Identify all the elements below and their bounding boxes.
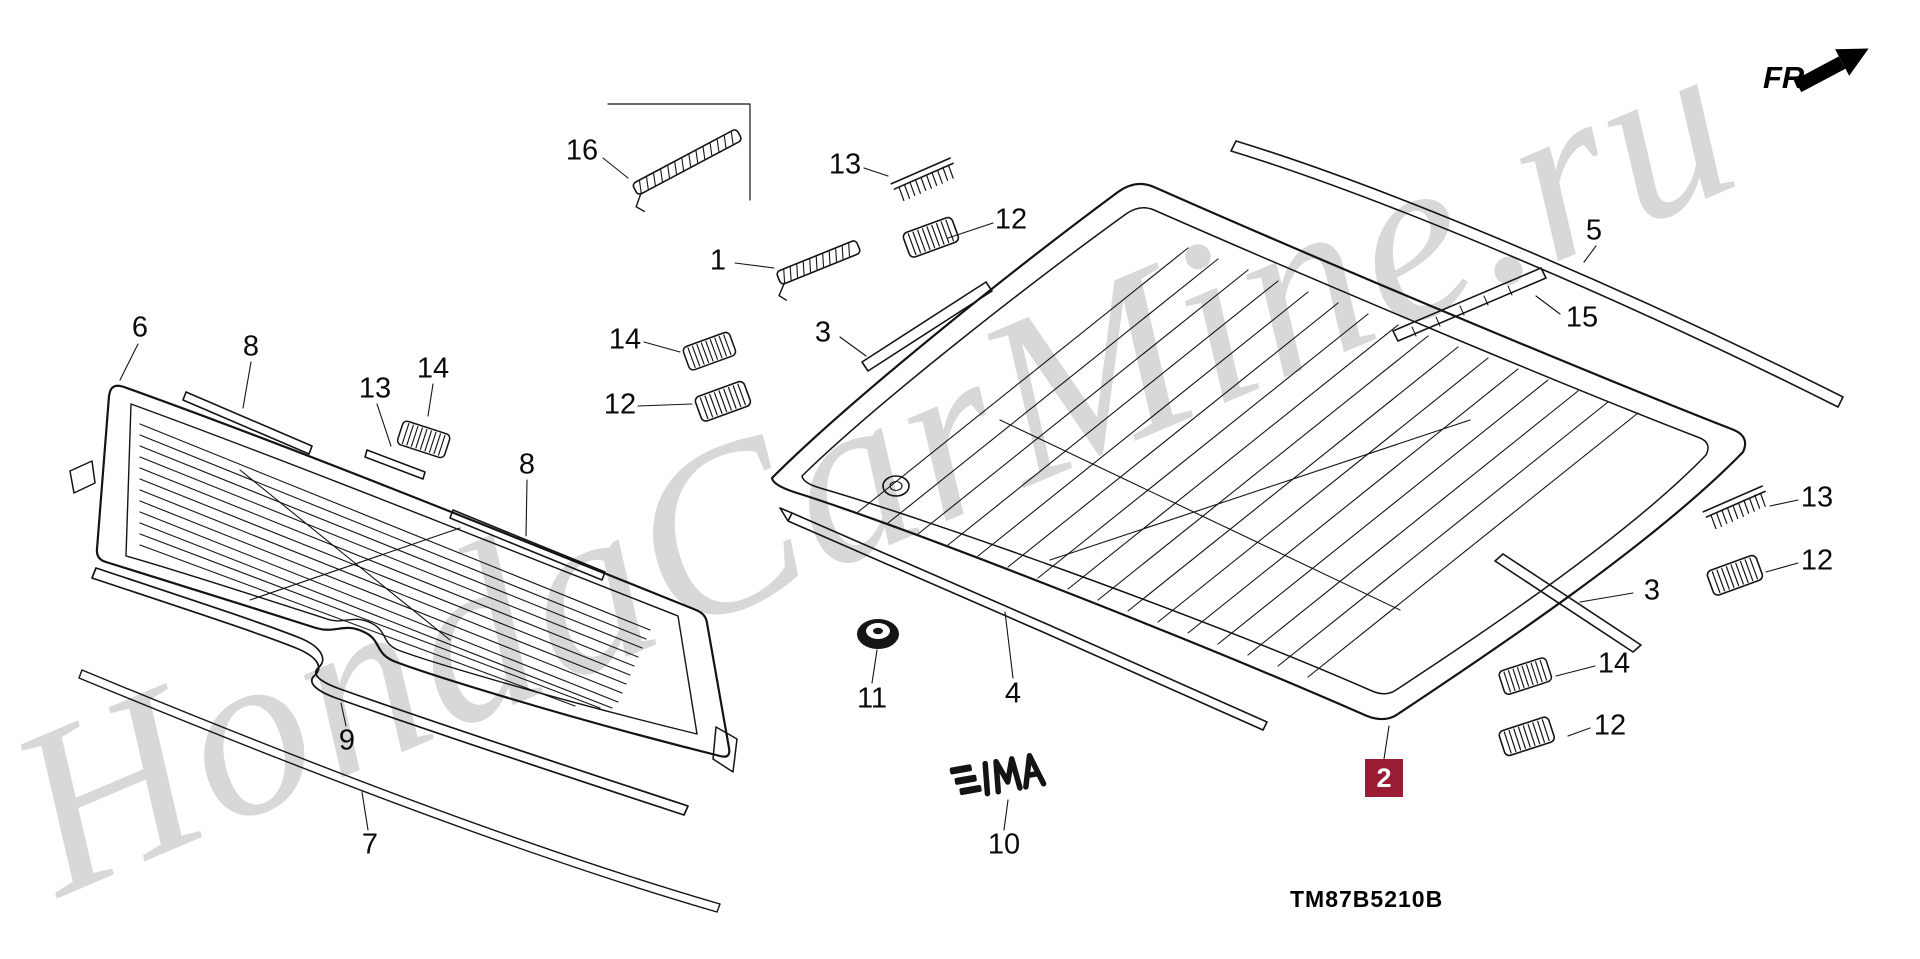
clip-14-left bbox=[395, 419, 452, 460]
clip-12-right-upper bbox=[1705, 553, 1765, 598]
callout-14-mid[interactable]: 14 bbox=[608, 323, 642, 356]
rear-glass-hole bbox=[882, 475, 910, 497]
callout-12-right-upper[interactable]: 12 bbox=[1800, 544, 1834, 577]
clip-12-right-lower bbox=[1497, 715, 1557, 758]
callout-10[interactable]: 10 bbox=[987, 828, 1021, 861]
rear-glass-hole-inner bbox=[889, 480, 903, 492]
callout-3-top[interactable]: 3 bbox=[814, 316, 832, 349]
callout-13-left[interactable]: 13 bbox=[358, 372, 392, 405]
callout-11[interactable]: 11 bbox=[856, 682, 888, 715]
clip-16 bbox=[625, 127, 752, 215]
clip-13-top bbox=[889, 156, 961, 204]
clip-14-mid bbox=[681, 330, 738, 372]
rear-glass-inner-outline bbox=[801, 207, 1709, 695]
callout-8-upper[interactable]: 8 bbox=[242, 330, 260, 363]
callout-14-right[interactable]: 14 bbox=[1597, 647, 1631, 680]
callout-16[interactable]: 16 bbox=[565, 134, 599, 167]
rear-glass-outer-outline bbox=[770, 182, 1747, 721]
callout-9[interactable]: 9 bbox=[338, 724, 356, 757]
emblem-10 bbox=[949, 753, 1047, 797]
callout-12-top[interactable]: 12 bbox=[994, 203, 1028, 236]
tailgate-glass bbox=[69, 384, 738, 773]
callout-13-top[interactable]: 13 bbox=[828, 148, 862, 181]
tailgate-glass-defroster-lines bbox=[139, 423, 651, 709]
grommet-11 bbox=[857, 619, 899, 649]
callout-4[interactable]: 4 bbox=[1004, 677, 1022, 710]
side-strip-3-right bbox=[1494, 553, 1642, 653]
trim-strip-15 bbox=[1392, 267, 1547, 342]
leader-lines bbox=[119, 157, 1799, 831]
callout-2-highlighted[interactable]: 2 bbox=[1365, 759, 1403, 797]
tailgate-glass-left-clip bbox=[69, 460, 96, 494]
strip-8-upper bbox=[182, 391, 313, 455]
callout-1[interactable]: 1 bbox=[709, 244, 727, 277]
strip-8-lower bbox=[449, 509, 606, 581]
diagram-code: TM87B5210B bbox=[1290, 886, 1444, 912]
callout-13-right[interactable]: 13 bbox=[1800, 481, 1834, 514]
weatherstrip-9 bbox=[91, 567, 689, 816]
callout-7[interactable]: 7 bbox=[361, 828, 379, 861]
rear-windshield-glass bbox=[770, 182, 1747, 721]
upper-molding-strip-5 bbox=[1230, 140, 1844, 408]
fr-direction-arrow-icon bbox=[1794, 48, 1869, 93]
frame-corner-16 bbox=[607, 103, 751, 201]
callout-3-right[interactable]: 3 bbox=[1643, 574, 1661, 607]
lower-molding-7 bbox=[78, 669, 721, 913]
callout-8-lower[interactable]: 8 bbox=[518, 448, 536, 481]
callout-6[interactable]: 6 bbox=[131, 311, 149, 344]
clip-14-right bbox=[1497, 655, 1554, 697]
clip-1 bbox=[769, 238, 868, 303]
rear-glass-defroster-lines bbox=[857, 247, 1639, 678]
lower-molding-strip-4 bbox=[779, 507, 1268, 731]
callout-12-right-lower[interactable]: 12 bbox=[1593, 709, 1627, 742]
callout-14-left[interactable]: 14 bbox=[416, 352, 450, 385]
tailgate-glass-antenna-lines bbox=[239, 469, 461, 641]
tailgate-glass-right-clip bbox=[712, 726, 738, 773]
tailgate-glass-outer-outline bbox=[95, 384, 731, 758]
callout-5[interactable]: 5 bbox=[1585, 214, 1603, 247]
clip-13-right bbox=[1701, 484, 1773, 532]
side-strip-3-top bbox=[861, 281, 993, 372]
callout-15[interactable]: 15 bbox=[1565, 301, 1599, 334]
clip-12-mid bbox=[693, 379, 753, 424]
cover-strip-13-left bbox=[364, 449, 426, 480]
tailgate-glass-inner-outline bbox=[125, 403, 698, 735]
callout-12-mid[interactable]: 12 bbox=[603, 388, 637, 421]
rear-glass-antenna-lines bbox=[999, 419, 1471, 611]
